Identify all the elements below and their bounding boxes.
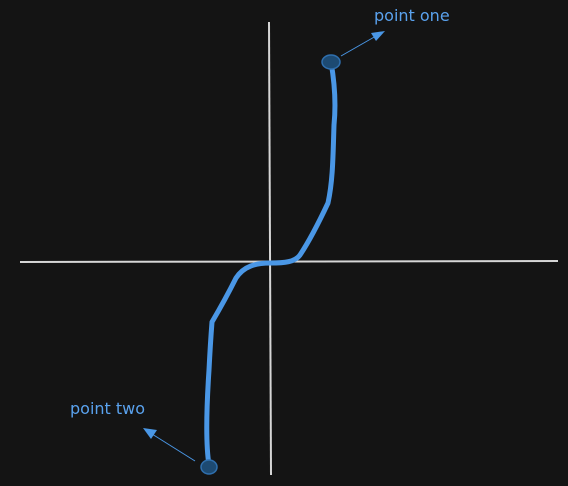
point-one-marker: [321, 54, 341, 70]
y-axis: [268, 21, 272, 476]
point-one-label: point one: [374, 6, 450, 25]
point-one-arrow: [340, 31, 385, 57]
point-two-label: point two: [70, 399, 145, 418]
point-two-marker: [200, 459, 218, 475]
curve: [204, 59, 338, 468]
point-two-arrow: [143, 428, 196, 462]
